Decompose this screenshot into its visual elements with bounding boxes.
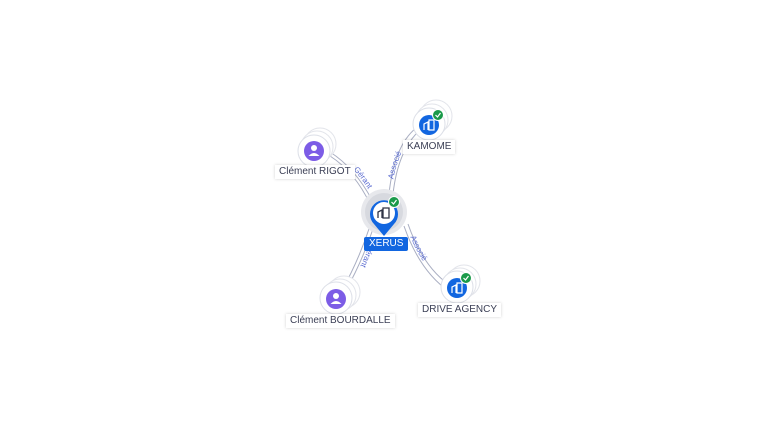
node-bourdalle[interactable] (319, 275, 361, 315)
node-label-drive[interactable]: DRIVE AGENCY (418, 303, 502, 317)
edge-kamome-xerus: Associé (386, 127, 421, 195)
check-badge-icon (460, 272, 472, 284)
building-icon (419, 115, 439, 135)
node-label-bourdalle[interactable]: Clément BOURDALLE (286, 314, 395, 328)
node-label-rigot[interactable]: Clément RIGOT (275, 165, 355, 179)
node-rigot[interactable] (297, 127, 337, 168)
node-drive[interactable] (440, 264, 481, 304)
user-icon (304, 141, 324, 161)
check-badge-icon (432, 109, 444, 121)
node-kamome[interactable] (412, 99, 453, 141)
building-icon (377, 207, 390, 219)
user-icon (326, 289, 346, 309)
node-xerus[interactable] (361, 189, 407, 236)
node-label-kamome[interactable]: KAMOME (403, 140, 456, 154)
node-label-xerus[interactable]: XERUS (364, 237, 409, 251)
check-badge-icon (388, 196, 400, 208)
edge-label: Gérant (352, 165, 375, 191)
building-icon (447, 278, 467, 298)
edge-label: Associé (386, 149, 403, 180)
